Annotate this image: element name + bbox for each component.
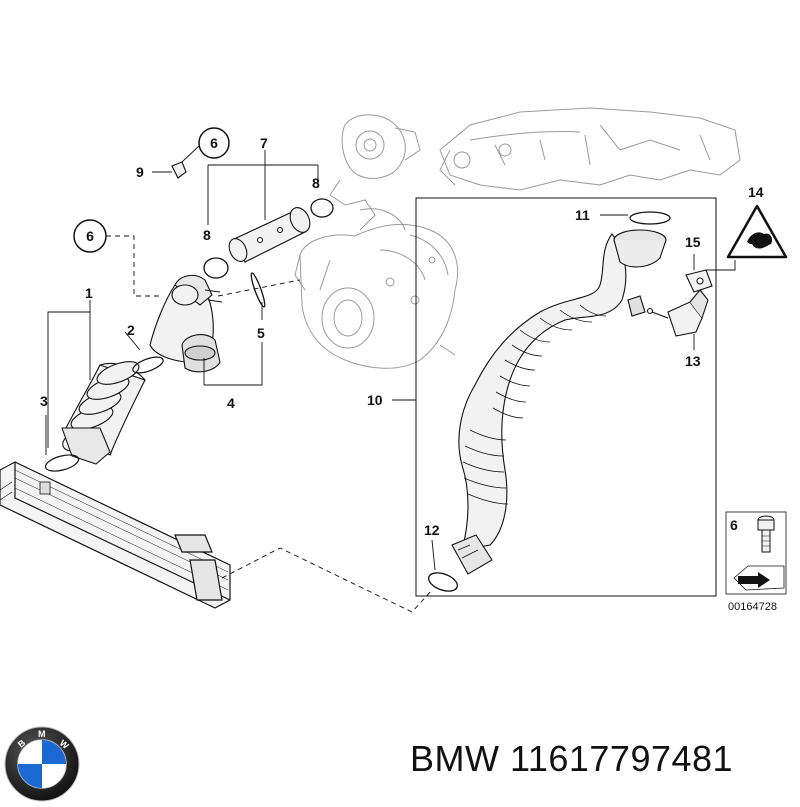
legend-callout-6: 6 bbox=[730, 517, 738, 533]
engine-background bbox=[294, 107, 741, 369]
callout-1: 1 bbox=[85, 285, 93, 301]
callout-15: 15 bbox=[685, 234, 701, 250]
logo-letter-m: M bbox=[38, 729, 46, 739]
warning-label-14 bbox=[726, 204, 788, 259]
seal-ring-5 bbox=[250, 272, 266, 308]
bmw-logo: B M W bbox=[4, 726, 80, 802]
seal-ring-8-upper bbox=[310, 198, 334, 218]
seal-ring-12 bbox=[427, 572, 459, 592]
charge-air-line-10 bbox=[451, 229, 667, 575]
callout-3: 3 bbox=[40, 393, 48, 409]
bolt-icon bbox=[757, 515, 775, 553]
part-group-box bbox=[415, 197, 717, 597]
bracket-15 bbox=[685, 269, 713, 293]
callout-7: 7 bbox=[260, 135, 268, 151]
leader-lines bbox=[45, 144, 736, 613]
callout-8-lower: 8 bbox=[203, 227, 211, 243]
circled-callout-6-lower: 6 bbox=[73, 219, 107, 253]
callout-9: 9 bbox=[136, 164, 144, 180]
callout-5: 5 bbox=[257, 325, 265, 341]
callout-2: 2 bbox=[127, 322, 135, 338]
clip-9 bbox=[171, 161, 187, 179]
callout-14: 14 bbox=[748, 184, 764, 200]
svg-text:6: 6 bbox=[210, 135, 218, 151]
charge-air-hose-1 bbox=[61, 361, 146, 465]
sensor-13 bbox=[646, 289, 709, 337]
part-number-caption: BMW 11617797481 bbox=[410, 738, 734, 779]
circled-callout-6-upper: 6 bbox=[198, 127, 230, 159]
seal-ring-3 bbox=[44, 454, 80, 472]
callout-10: 10 bbox=[367, 392, 383, 408]
callout-13: 13 bbox=[685, 353, 701, 369]
legend-box: 6 00164728 bbox=[725, 511, 787, 613]
charge-air-elbow-4 bbox=[149, 274, 223, 373]
callout-4: 4 bbox=[227, 395, 235, 411]
callout-8-upper: 8 bbox=[312, 175, 320, 191]
callout-11: 11 bbox=[575, 207, 590, 223]
svg-text:6: 6 bbox=[86, 228, 94, 244]
seal-ring-2 bbox=[132, 356, 164, 374]
callout-12: 12 bbox=[424, 522, 440, 538]
callout-numbers: 1 2 3 4 5 7 8 8 9 10 11 12 13 14 15 bbox=[40, 135, 764, 538]
seal-ring-11 bbox=[629, 211, 671, 225]
intercooler bbox=[0, 461, 231, 609]
charge-air-pipe-7 bbox=[228, 207, 311, 263]
reference-number: 00164728 bbox=[728, 601, 777, 613]
seal-ring-8-lower bbox=[203, 257, 229, 279]
logo-letter-b: B bbox=[16, 737, 28, 749]
